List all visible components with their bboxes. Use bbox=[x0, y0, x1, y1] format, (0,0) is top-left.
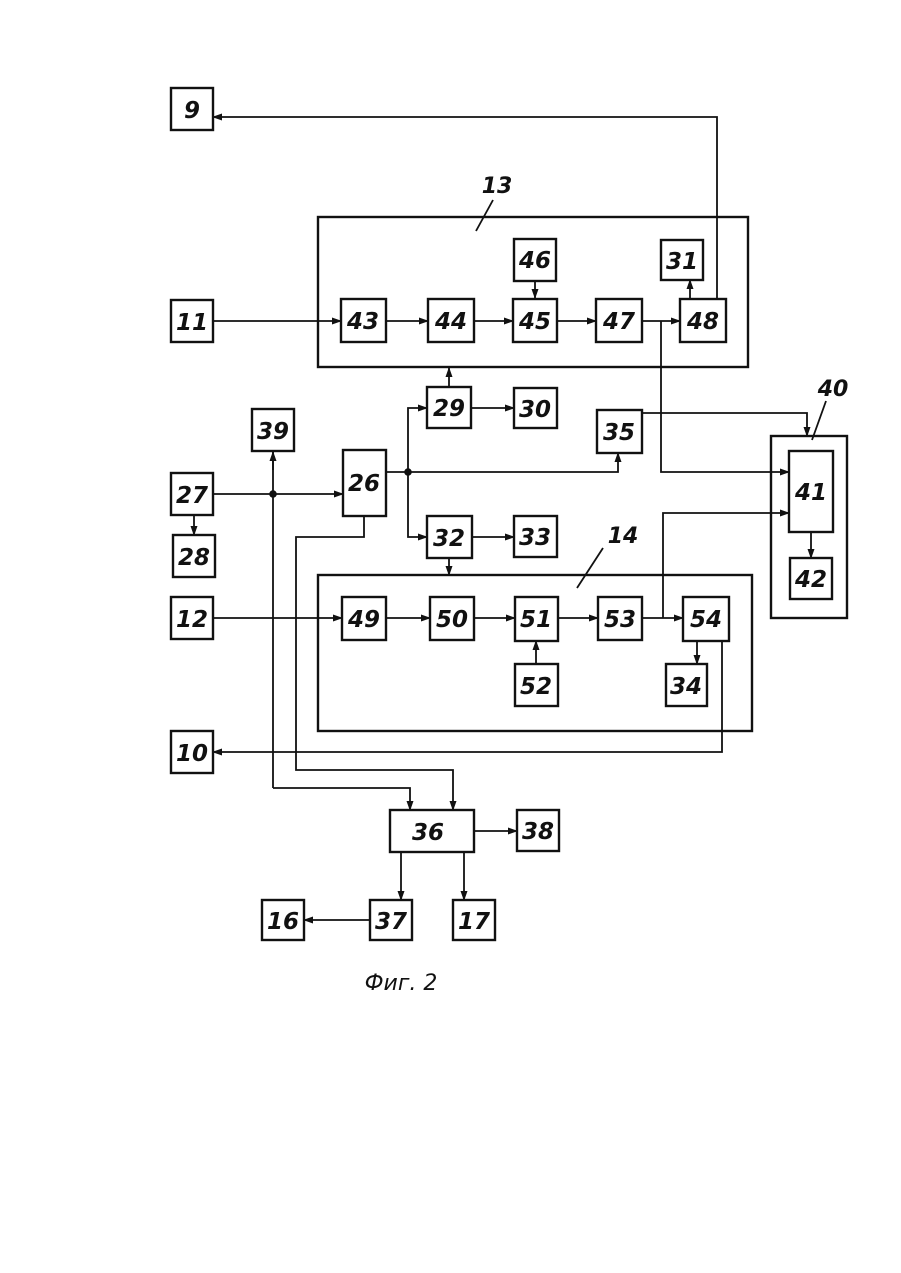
block-49: 49 bbox=[342, 597, 386, 640]
block-52: 52 bbox=[515, 664, 558, 706]
block-29: 29 bbox=[427, 387, 471, 428]
block-49-label: 49 bbox=[347, 607, 380, 633]
block-16-label: 16 bbox=[267, 909, 299, 935]
block-45: 45 bbox=[513, 299, 557, 342]
group-40-ref: 40 bbox=[817, 377, 849, 402]
junction-dot bbox=[269, 490, 277, 498]
block-43: 43 bbox=[341, 299, 386, 342]
block-16: 16 bbox=[262, 900, 304, 940]
group-13-ref: 13 bbox=[482, 174, 513, 199]
group-14-ref: 14 bbox=[608, 524, 639, 549]
block-30: 30 bbox=[514, 388, 557, 428]
block-17-label: 17 bbox=[458, 909, 490, 935]
block-12-label: 12 bbox=[176, 607, 208, 633]
figure-caption: Фиг. 2 bbox=[365, 971, 438, 996]
block-32: 32 bbox=[427, 516, 472, 558]
block-45-label: 45 bbox=[518, 309, 551, 335]
block-33: 33 bbox=[514, 516, 557, 557]
block-43-label: 43 bbox=[346, 309, 379, 335]
block-31: 31 bbox=[661, 240, 703, 280]
connection-lines bbox=[194, 117, 811, 920]
block-54-label: 54 bbox=[690, 607, 722, 633]
block-50: 50 bbox=[430, 597, 474, 640]
block-44: 44 bbox=[428, 299, 474, 342]
leader-14 bbox=[577, 548, 603, 588]
block-30-label: 30 bbox=[519, 397, 551, 423]
block-37: 37 bbox=[370, 900, 412, 940]
block-50-label: 50 bbox=[436, 607, 468, 633]
block-32-label: 32 bbox=[433, 526, 465, 552]
block-39: 39 bbox=[252, 409, 294, 451]
block-28: 28 bbox=[173, 535, 215, 577]
block-31-label: 31 bbox=[666, 249, 698, 275]
block-33-label: 33 bbox=[519, 525, 551, 551]
block-26-label: 26 bbox=[348, 471, 380, 497]
block-27-label: 27 bbox=[176, 483, 208, 509]
block-37-label: 37 bbox=[375, 909, 407, 935]
block-35-label: 35 bbox=[603, 420, 635, 446]
block-17: 17 bbox=[453, 900, 495, 940]
block-36-label: 36 bbox=[412, 820, 444, 846]
block-41: 41 bbox=[789, 451, 833, 532]
block-36: 36 bbox=[390, 810, 474, 852]
block-46-label: 46 bbox=[518, 248, 551, 274]
block-9: 9 bbox=[171, 88, 213, 130]
block-11: 11 bbox=[171, 300, 213, 342]
block-51: 51 bbox=[515, 597, 558, 641]
block-35: 35 bbox=[597, 410, 642, 453]
block-42: 42 bbox=[790, 558, 832, 599]
block-42-label: 42 bbox=[794, 567, 827, 593]
leader-13 bbox=[476, 200, 493, 231]
block-48: 48 bbox=[680, 299, 726, 342]
block-41-label: 41 bbox=[794, 480, 827, 506]
block-27: 27 bbox=[171, 473, 213, 515]
block-28-label: 28 bbox=[178, 545, 210, 571]
block-48-label: 48 bbox=[686, 309, 719, 335]
block-26: 26 bbox=[343, 450, 386, 516]
block-54: 54 bbox=[683, 597, 729, 641]
block-38-label: 38 bbox=[522, 819, 554, 845]
block-38: 38 bbox=[517, 810, 559, 851]
block-46: 46 bbox=[514, 239, 556, 281]
block-12: 12 bbox=[171, 597, 213, 639]
block-11-label: 11 bbox=[176, 310, 208, 336]
leader-40 bbox=[812, 401, 826, 440]
block-52-label: 52 bbox=[520, 674, 552, 700]
block-10: 10 bbox=[171, 731, 213, 773]
junction-dot bbox=[404, 468, 412, 476]
block-39-label: 39 bbox=[257, 419, 289, 445]
block-34: 34 bbox=[666, 664, 707, 706]
block-51-label: 51 bbox=[520, 607, 552, 633]
block-10-label: 10 bbox=[176, 741, 208, 767]
block-9-label: 9 bbox=[184, 98, 200, 124]
block-47: 47 bbox=[596, 299, 642, 342]
block-47-label: 47 bbox=[602, 309, 635, 335]
block-53-label: 53 bbox=[604, 607, 636, 633]
block-53: 53 bbox=[598, 597, 642, 640]
block-44-label: 44 bbox=[434, 309, 467, 335]
block-34-label: 34 bbox=[670, 674, 702, 700]
block-29-label: 29 bbox=[433, 396, 465, 422]
